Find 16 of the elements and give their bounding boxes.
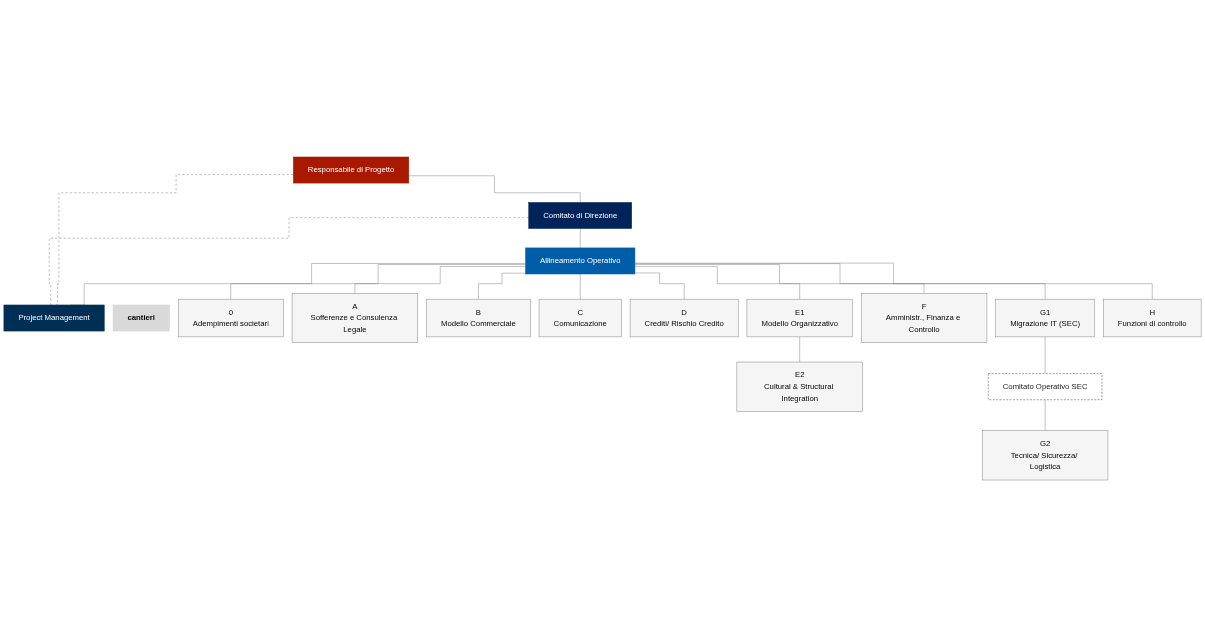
connector — [580, 273, 581, 300]
connector — [1044, 336, 1046, 374]
connector — [1044, 399, 1046, 431]
connector — [354, 266, 526, 294]
connector — [634, 262, 1153, 300]
connector — [634, 272, 685, 300]
connector — [580, 228, 581, 249]
connector — [634, 266, 800, 300]
connector — [634, 263, 1046, 300]
connector — [55, 174, 294, 306]
connector — [799, 336, 800, 363]
connector — [408, 175, 581, 203]
connector — [49, 217, 529, 306]
connector — [634, 264, 925, 294]
connector — [478, 272, 526, 300]
connector — [230, 264, 526, 300]
